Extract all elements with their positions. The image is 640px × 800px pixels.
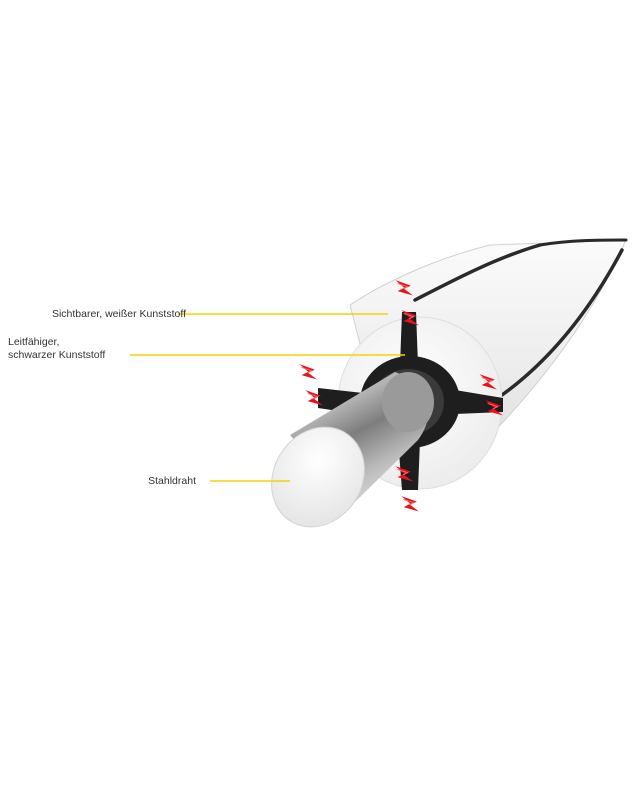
label-white-plastic: Sichtbarer, weißer Kunststoff [52,308,186,321]
steel-wire [271,372,434,528]
label-steel-wire-text: Stahldraht [148,475,196,487]
label-conductive-line2: schwarzer Kunststoff [8,349,106,361]
label-white-plastic-text: Sichtbarer, weißer Kunststoff [51,308,186,320]
label-conductive-line1: Leitfähiger, [8,336,60,348]
steel-wire-end-face [271,426,365,528]
label-conductive-plastic: Leitfähiger, schwarzer Kunststoff [8,336,105,362]
label-steel-wire: Stahldraht [148,475,196,488]
